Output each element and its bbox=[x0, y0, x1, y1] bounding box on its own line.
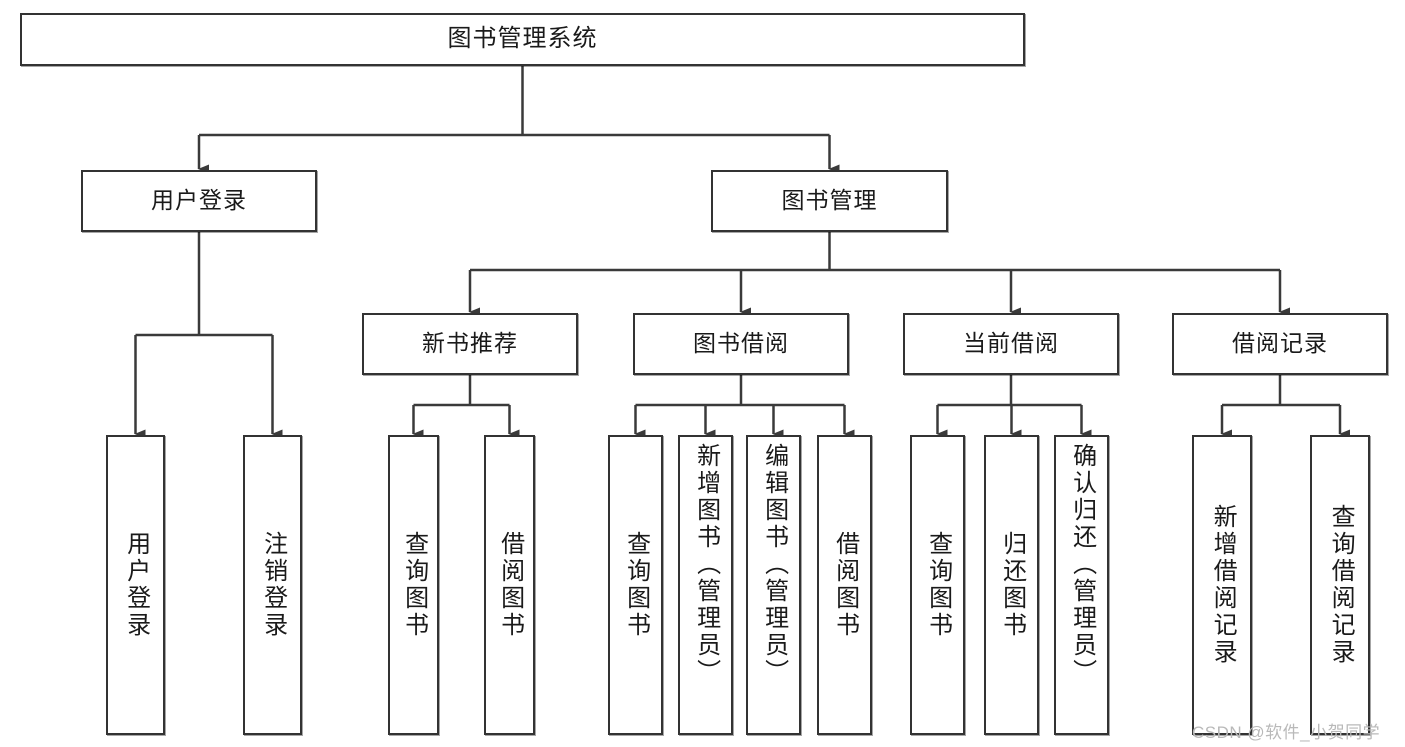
node-label-leaf-query-book-2: 查询图书 bbox=[622, 531, 650, 639]
node-root[interactable]: 图书管理系统 bbox=[20, 13, 1025, 66]
node-leaf-confirm-return[interactable]: 确认归还（管理员） bbox=[1054, 435, 1109, 735]
node-label-book-borrow: 图书借阅 bbox=[693, 330, 789, 357]
node-label-user-login: 用户登录 bbox=[151, 187, 247, 214]
node-label-leaf-user-login: 用户登录 bbox=[122, 531, 150, 639]
node-label-current-borrow: 当前借阅 bbox=[963, 330, 1059, 357]
node-label-leaf-query-book-1: 查询图书 bbox=[400, 531, 428, 639]
node-leaf-query-book-3[interactable]: 查询图书 bbox=[910, 435, 965, 735]
node-leaf-edit-book[interactable]: 编辑图书（管理员） bbox=[746, 435, 801, 735]
node-book-manage[interactable]: 图书管理 bbox=[711, 170, 948, 232]
node-leaf-return-book[interactable]: 归还图书 bbox=[984, 435, 1039, 735]
node-borrow-record[interactable]: 借阅记录 bbox=[1172, 313, 1388, 375]
node-new-book-rec[interactable]: 新书推荐 bbox=[362, 313, 578, 375]
node-label-leaf-logout: 注销登录 bbox=[259, 531, 287, 639]
node-label-leaf-return-book: 归还图书 bbox=[998, 531, 1026, 639]
node-label-leaf-confirm-return: 确认归还（管理员） bbox=[1068, 443, 1096, 686]
node-label-leaf-borrow-book-1: 借阅图书 bbox=[496, 531, 524, 639]
node-leaf-add-book[interactable]: 新增图书（管理员） bbox=[678, 435, 733, 735]
node-label-new-book-rec: 新书推荐 bbox=[422, 330, 518, 357]
node-label-root: 图书管理系统 bbox=[447, 25, 598, 53]
node-leaf-query-record[interactable]: 查询借阅记录 bbox=[1310, 435, 1370, 735]
node-label-book-manage: 图书管理 bbox=[781, 187, 878, 214]
node-label-leaf-query-record: 查询借阅记录 bbox=[1327, 504, 1355, 666]
node-current-borrow[interactable]: 当前借阅 bbox=[903, 313, 1119, 375]
connector-lines bbox=[134, 66, 1350, 439]
node-label-borrow-record: 借阅记录 bbox=[1232, 330, 1328, 357]
node-leaf-query-book-2[interactable]: 查询图书 bbox=[608, 435, 663, 735]
node-leaf-borrow-book-2[interactable]: 借阅图书 bbox=[817, 435, 872, 735]
node-leaf-add-record[interactable]: 新增借阅记录 bbox=[1192, 435, 1252, 735]
node-label-leaf-edit-book: 编辑图书（管理员） bbox=[760, 443, 788, 686]
node-label-leaf-add-record: 新增借阅记录 bbox=[1209, 504, 1237, 666]
node-label-leaf-add-book: 新增图书（管理员） bbox=[692, 443, 720, 686]
node-leaf-user-login[interactable]: 用户登录 bbox=[106, 435, 165, 735]
node-book-borrow[interactable]: 图书借阅 bbox=[633, 313, 849, 375]
node-label-leaf-borrow-book-2: 借阅图书 bbox=[831, 531, 859, 639]
node-leaf-query-book-1[interactable]: 查询图书 bbox=[388, 435, 439, 735]
node-label-leaf-query-book-3: 查询图书 bbox=[924, 531, 952, 639]
node-leaf-borrow-book-1[interactable]: 借阅图书 bbox=[484, 435, 535, 735]
node-user-login[interactable]: 用户登录 bbox=[81, 170, 317, 232]
node-leaf-logout[interactable]: 注销登录 bbox=[243, 435, 302, 735]
